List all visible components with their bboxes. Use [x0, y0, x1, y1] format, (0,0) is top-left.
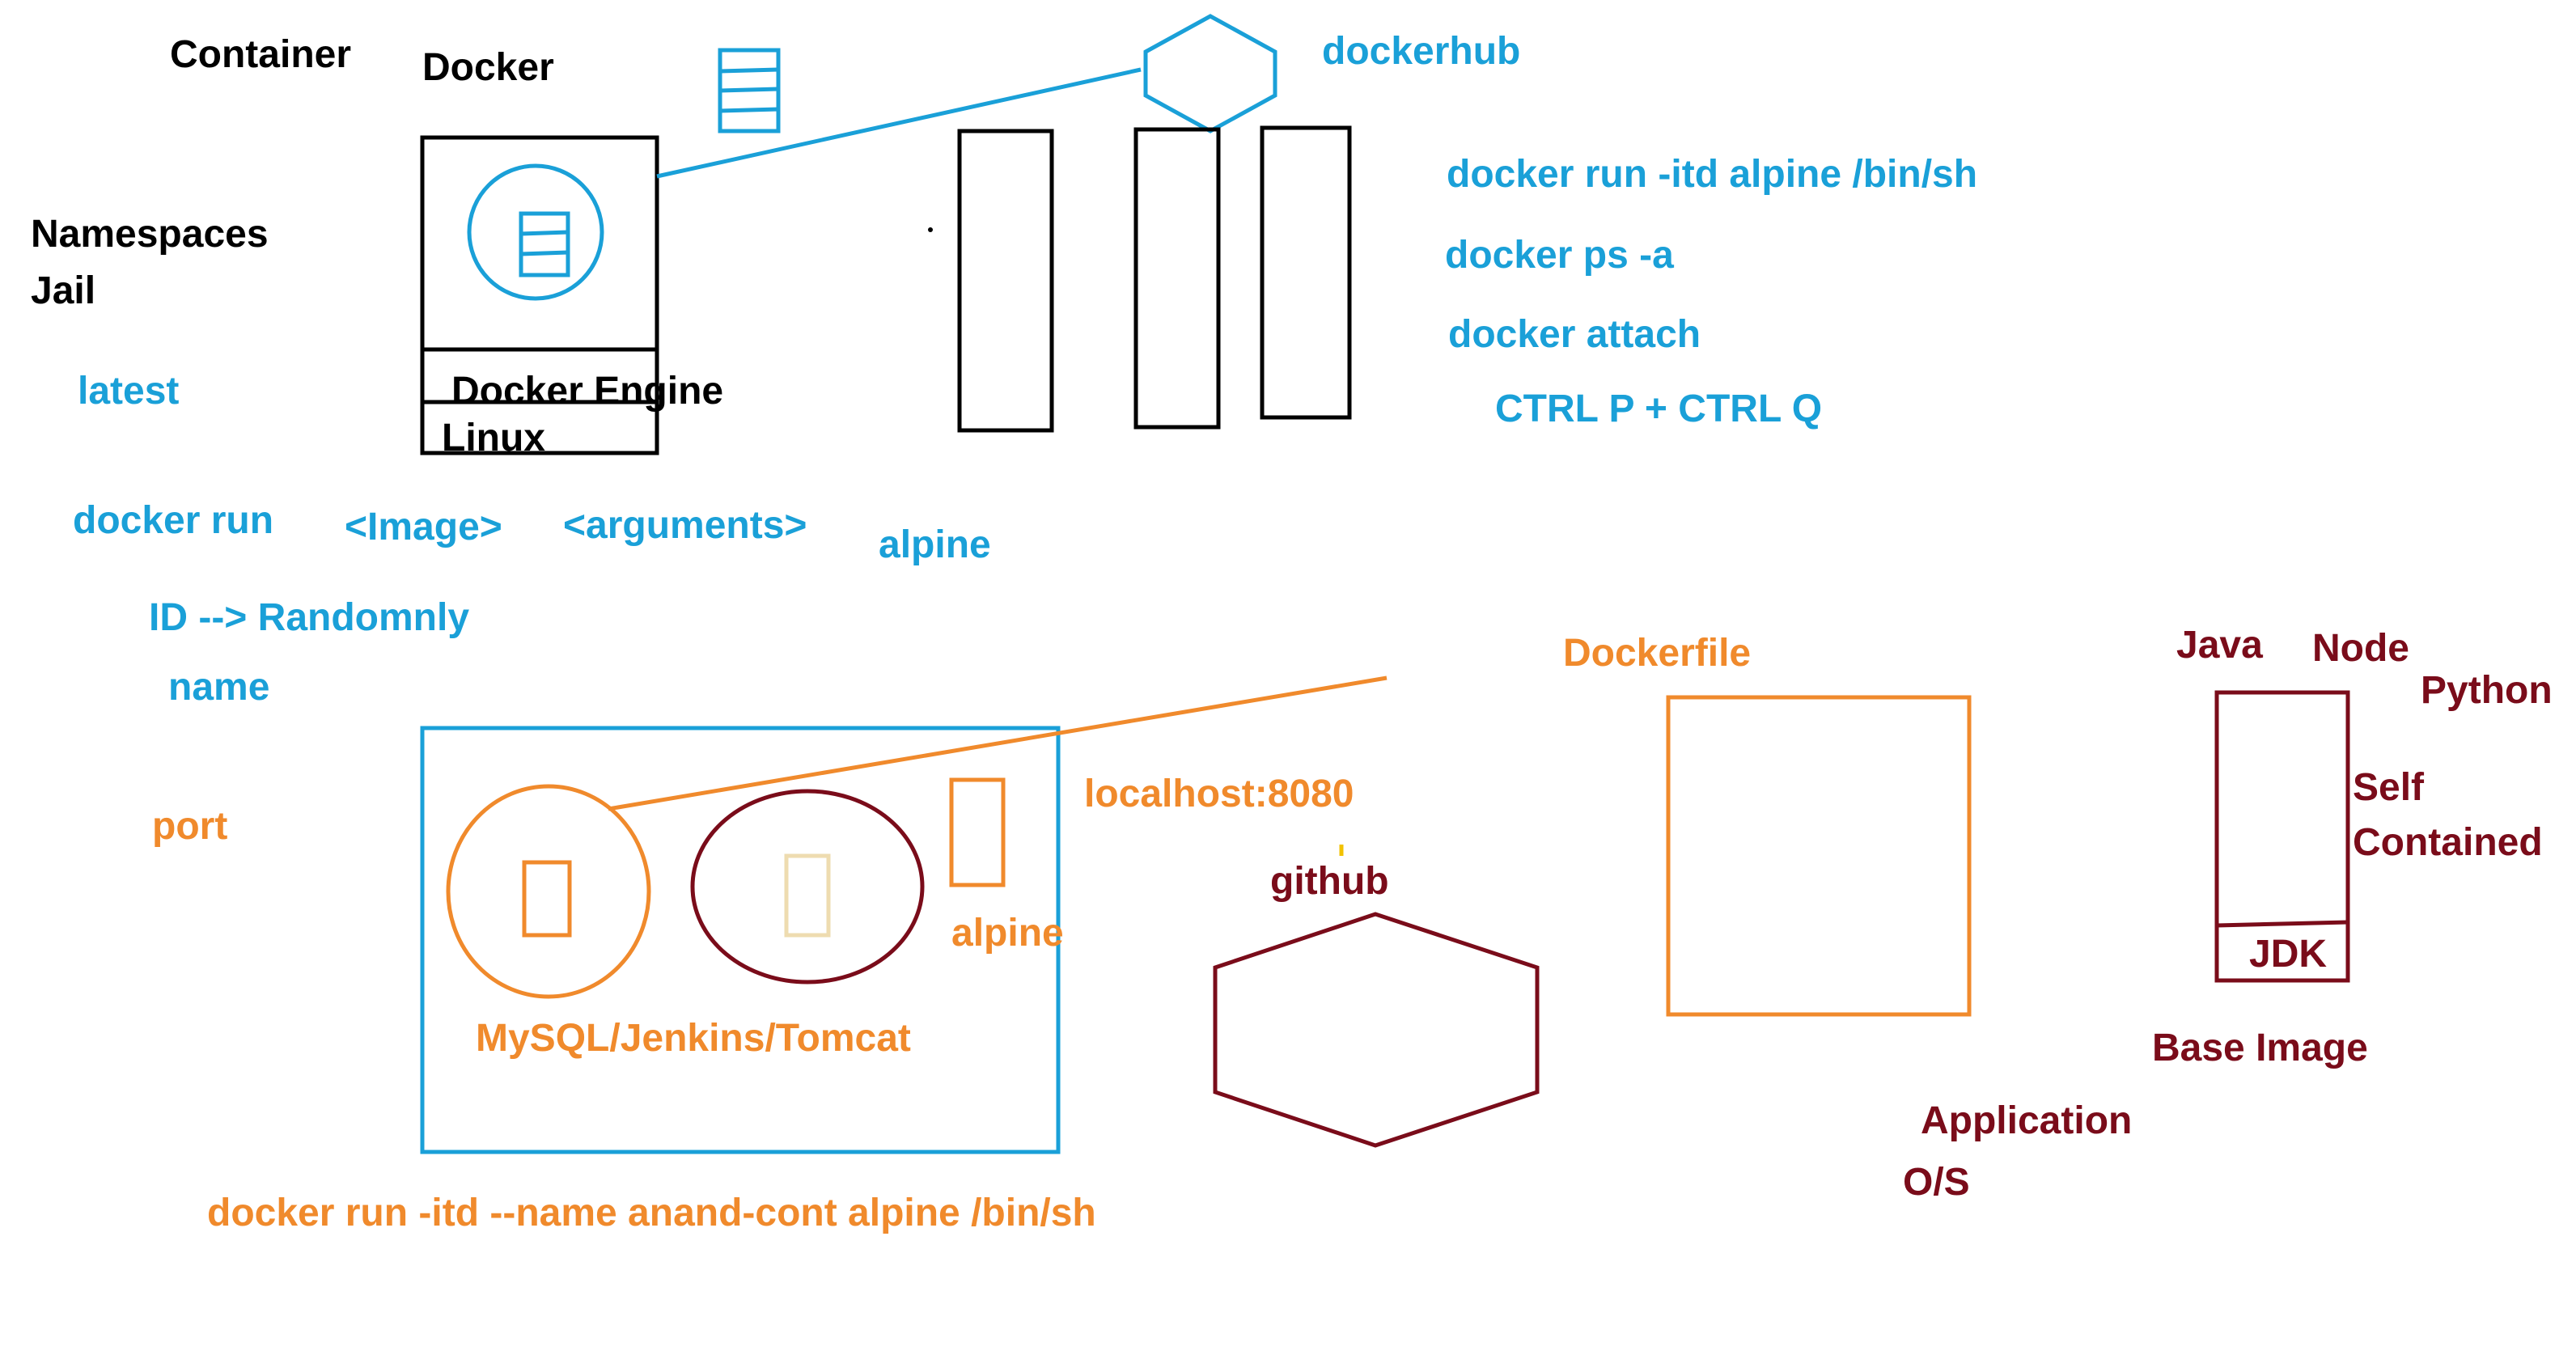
named-run-command: docker run -itd --name anand-cont alpine…: [207, 1192, 1096, 1234]
base-image-stack: [2214, 690, 2350, 983]
java-label: Java: [2176, 624, 2263, 667]
stray-dot: [928, 227, 933, 232]
linux-label: Linux: [442, 417, 545, 459]
jdk-divider: [2216, 920, 2349, 928]
container-columns: [957, 125, 1352, 433]
arguments-arg-label: <arguments>: [563, 504, 807, 547]
base-image-box: [2214, 690, 2350, 983]
column-1: [957, 129, 1054, 433]
name-label: name: [168, 666, 270, 709]
column-2: [1133, 127, 1221, 430]
container-stack-icon: [519, 211, 570, 277]
services-label: MySQL/Jenkins/Tomcat: [476, 1017, 911, 1060]
docker-run-label: docker run: [73, 499, 274, 542]
container-label: Container: [170, 33, 352, 76]
dockerfile-box: [1666, 695, 1972, 1017]
namespaces-label: Namespaces: [31, 213, 269, 256]
app-host-box: [420, 726, 1061, 1154]
image-arg-label: <Image>: [345, 506, 502, 548]
command-docker-run: docker run -itd alpine /bin/sh: [1447, 153, 1978, 196]
alpine-label: alpine: [879, 523, 991, 566]
application-label: Application: [1921, 1099, 2133, 1142]
github-label: github: [1270, 860, 1389, 903]
alpine-container-icon: [949, 777, 1006, 887]
port-label: port: [152, 805, 228, 848]
pull-connector-line: [656, 67, 1142, 179]
image-stack-line-2: [719, 87, 779, 93]
column-3: [1260, 125, 1352, 420]
node-label: Node: [2312, 627, 2409, 670]
second-container-ellipse: [690, 789, 925, 984]
self-label: Self: [2353, 766, 2425, 809]
alpine-container-label: alpine: [951, 912, 1064, 955]
docker-engine-label: Docker Engine: [451, 370, 724, 413]
image-stack-line-3: [719, 107, 779, 113]
second-container-icon: [784, 853, 831, 938]
localhost-label: localhost:8080: [1084, 773, 1354, 815]
contained-label: Contained: [2353, 821, 2543, 864]
command-docker-attach: docker attach: [1448, 313, 1701, 356]
dockerfile-label: Dockerfile: [1563, 632, 1752, 675]
dockerhub-hexagon: [1143, 14, 1277, 133]
jail-label: Jail: [31, 269, 96, 312]
command-docker-ps: docker ps -a: [1445, 234, 1674, 277]
jdk-label: JDK: [2249, 933, 2328, 976]
latest-label: latest: [78, 370, 180, 413]
service-container-icon: [522, 860, 572, 938]
container-ring: [467, 163, 604, 301]
python-label: Python: [2421, 669, 2553, 712]
detach-keys-label: CTRL P + CTRL Q: [1495, 387, 1823, 430]
github-hexagon: [1213, 912, 1540, 1148]
dockerhub-label: dockerhub: [1322, 30, 1521, 73]
image-stack-line-1: [719, 67, 779, 74]
stack-line-2: [520, 250, 569, 256]
image-stack-icon: [718, 48, 781, 133]
service-container-ellipse: [446, 784, 651, 999]
host-box: [420, 135, 659, 455]
container-circle: [467, 163, 604, 301]
stack-line-1: [520, 230, 569, 236]
base-image-label: Base Image: [2152, 1027, 2368, 1069]
os-label: O/S: [1903, 1161, 1970, 1204]
zoom-connector-line: [608, 675, 1388, 811]
id-random-label: ID --> Randomnly: [149, 596, 470, 639]
docker-host-stack: [420, 135, 659, 455]
docker-label: Docker: [422, 46, 554, 89]
